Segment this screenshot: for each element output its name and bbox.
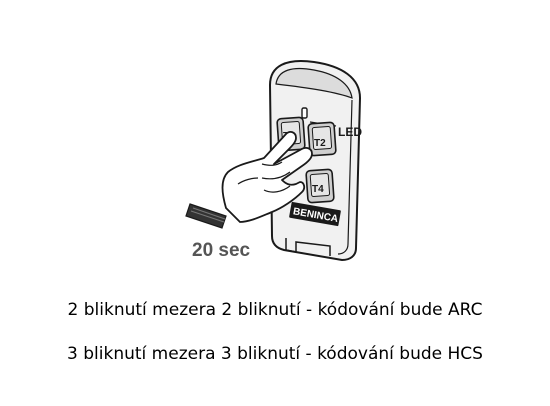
remote-top-bevel [275, 67, 353, 99]
button-t2-label: T2 [314, 138, 326, 149]
remote-illustration: LED T1 T2 T4 BENINCA [185, 60, 362, 262]
led-label: LED [338, 125, 362, 139]
caption-arc-coding: 2 bliknutí mezera 2 bliknutí - kódování … [67, 300, 483, 320]
remote-side-edge [337, 99, 353, 255]
timer-label: 20 sec [192, 240, 251, 261]
button-t4-label: T4 [312, 184, 324, 195]
hand-icon [185, 131, 313, 229]
button-t2: T2 [307, 121, 337, 157]
led-indicator [301, 107, 308, 119]
hand-palm [221, 131, 313, 223]
remote-clip [285, 238, 331, 256]
button-t4: T4 [305, 168, 335, 204]
caption-hcs-coding: 3 bliknutí mezera 3 bliknutí - kódování … [67, 344, 483, 364]
